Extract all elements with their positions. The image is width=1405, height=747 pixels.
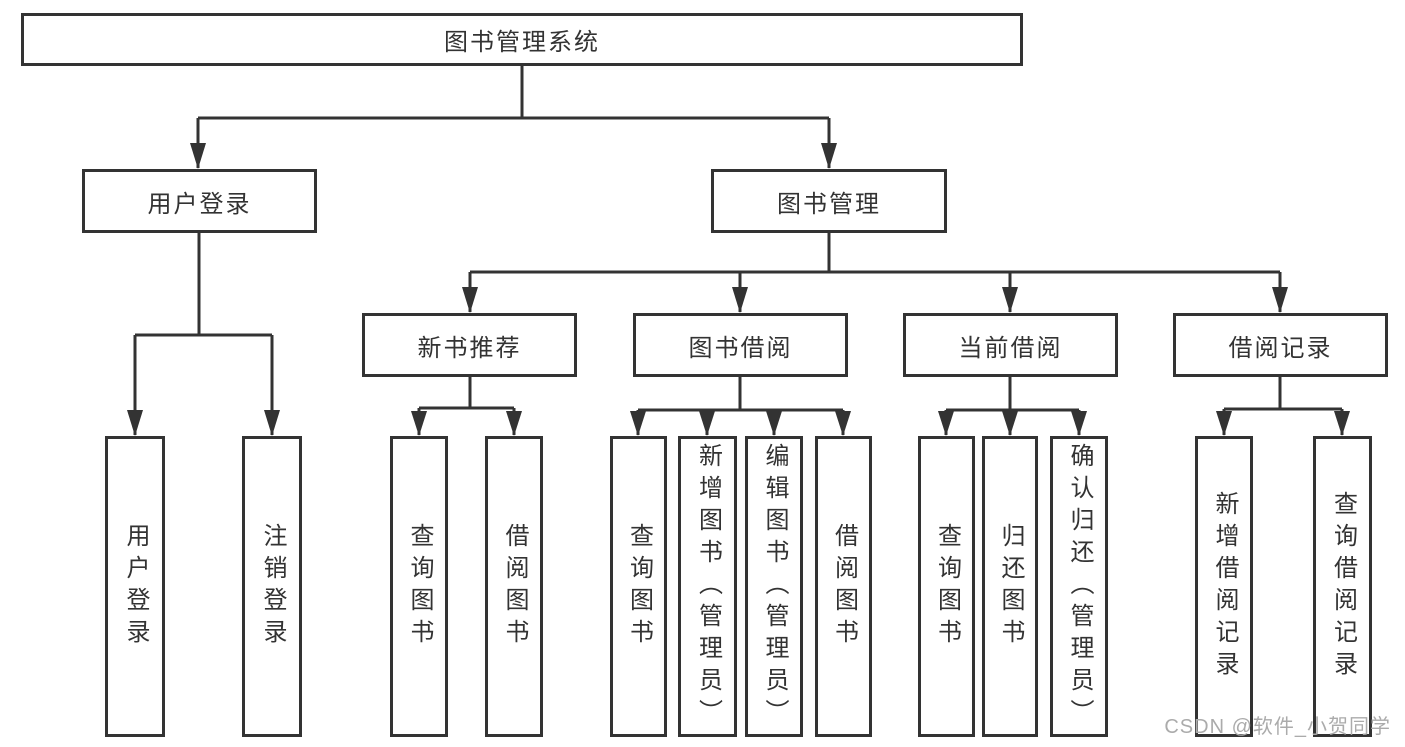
node-new-book-recommend: 新书推荐: [362, 313, 577, 377]
node-label: 用户登录: [147, 190, 252, 218]
node-label: 图书借阅: [688, 334, 793, 362]
arrowheads: [127, 143, 1350, 436]
node-label: 查询借阅记录: [1329, 490, 1357, 683]
arrow-down-icon: [766, 411, 782, 436]
node-book-management: 图书管理: [711, 169, 947, 233]
node-label: 编辑图书（管理员）: [761, 442, 788, 731]
arrow-down-icon: [1272, 287, 1288, 313]
node-leaf-borrow-books-1: 借阅图书: [485, 436, 543, 737]
arrow-down-icon: [938, 411, 954, 436]
node-label: 查询图书: [933, 522, 961, 651]
arrow-down-icon: [1334, 411, 1350, 436]
arrow-down-icon: [1216, 411, 1232, 436]
node-leaf-add-books-admin: 新增图书（管理员）: [678, 436, 737, 737]
arrow-down-icon: [835, 411, 851, 436]
node-leaf-borrow-books-2: 借阅图书: [815, 436, 872, 737]
node-library-management-system: 图书管理系统: [21, 13, 1023, 66]
node-label: 查询图书: [625, 522, 653, 651]
node-leaf-confirm-return-admin: 确认归还（管理员）: [1050, 436, 1108, 737]
node-label: 借阅图书: [501, 522, 528, 651]
node-label: 确认归还（管理员）: [1066, 442, 1093, 731]
node-leaf-edit-books-admin: 编辑图书（管理员）: [745, 436, 803, 737]
connector-borrow-record-to-leaves: [1222, 377, 1344, 435]
node-user-login: 用户登录: [82, 169, 317, 233]
node-leaf-query-borrow-record: 查询借阅记录: [1313, 436, 1372, 737]
arrow-down-icon: [127, 410, 143, 436]
node-leaf-logout: 注销登录: [242, 436, 302, 737]
arrow-down-icon: [699, 411, 715, 436]
node-leaf-add-borrow-record: 新增借阅记录: [1195, 436, 1253, 737]
node-label: 借阅图书: [830, 522, 858, 651]
node-current-borrow: 当前借阅: [903, 313, 1118, 377]
node-label: 新书推荐: [417, 334, 522, 362]
node-leaf-return-books: 归还图书: [982, 436, 1038, 737]
node-leaf-query-books-3: 查询图书: [918, 436, 975, 737]
connector-book-borrow-to-leaves: [636, 377, 845, 435]
arrow-down-icon: [506, 411, 522, 436]
node-label: 查询图书: [406, 522, 433, 651]
node-label: 当前借阅: [958, 334, 1063, 362]
csdn-watermark: CSDN @软件_小贺同学: [1164, 716, 1391, 738]
node-label: 借阅记录: [1228, 334, 1333, 362]
arrow-down-icon: [462, 287, 478, 313]
node-label: 图书管理: [777, 190, 881, 218]
node-label: 用户登录: [122, 522, 149, 651]
arrow-down-icon: [190, 143, 206, 169]
arrow-down-icon: [1002, 411, 1018, 436]
node-leaf-user-login: 用户登录: [105, 436, 165, 737]
arrow-down-icon: [264, 410, 280, 436]
node-borrow-record: 借阅记录: [1173, 313, 1388, 377]
node-label: 新增图书（管理员）: [694, 442, 722, 731]
arrow-down-icon: [411, 411, 427, 436]
node-leaf-query-books-2: 查询图书: [610, 436, 667, 737]
arrow-down-icon: [732, 287, 748, 313]
arrow-down-icon: [1071, 411, 1087, 436]
connector-root-to-level2: [196, 66, 831, 168]
connector-new-book-recommend-to-leaves: [417, 377, 516, 435]
connector-user-login-to-leaves: [133, 233, 274, 435]
node-label: 图书管理系统: [444, 29, 600, 56]
arrow-down-icon: [630, 411, 646, 436]
node-label: 注销登录: [259, 522, 286, 651]
node-leaf-query-books-1: 查询图书: [390, 436, 448, 737]
arrow-down-icon: [1002, 287, 1018, 313]
node-label: 归还图书: [997, 522, 1024, 651]
arrow-down-icon: [821, 143, 837, 169]
connector-book-management-to-level3: [468, 233, 1282, 312]
node-book-borrow: 图书借阅: [633, 313, 848, 377]
node-label: 新增借阅记录: [1211, 490, 1238, 683]
